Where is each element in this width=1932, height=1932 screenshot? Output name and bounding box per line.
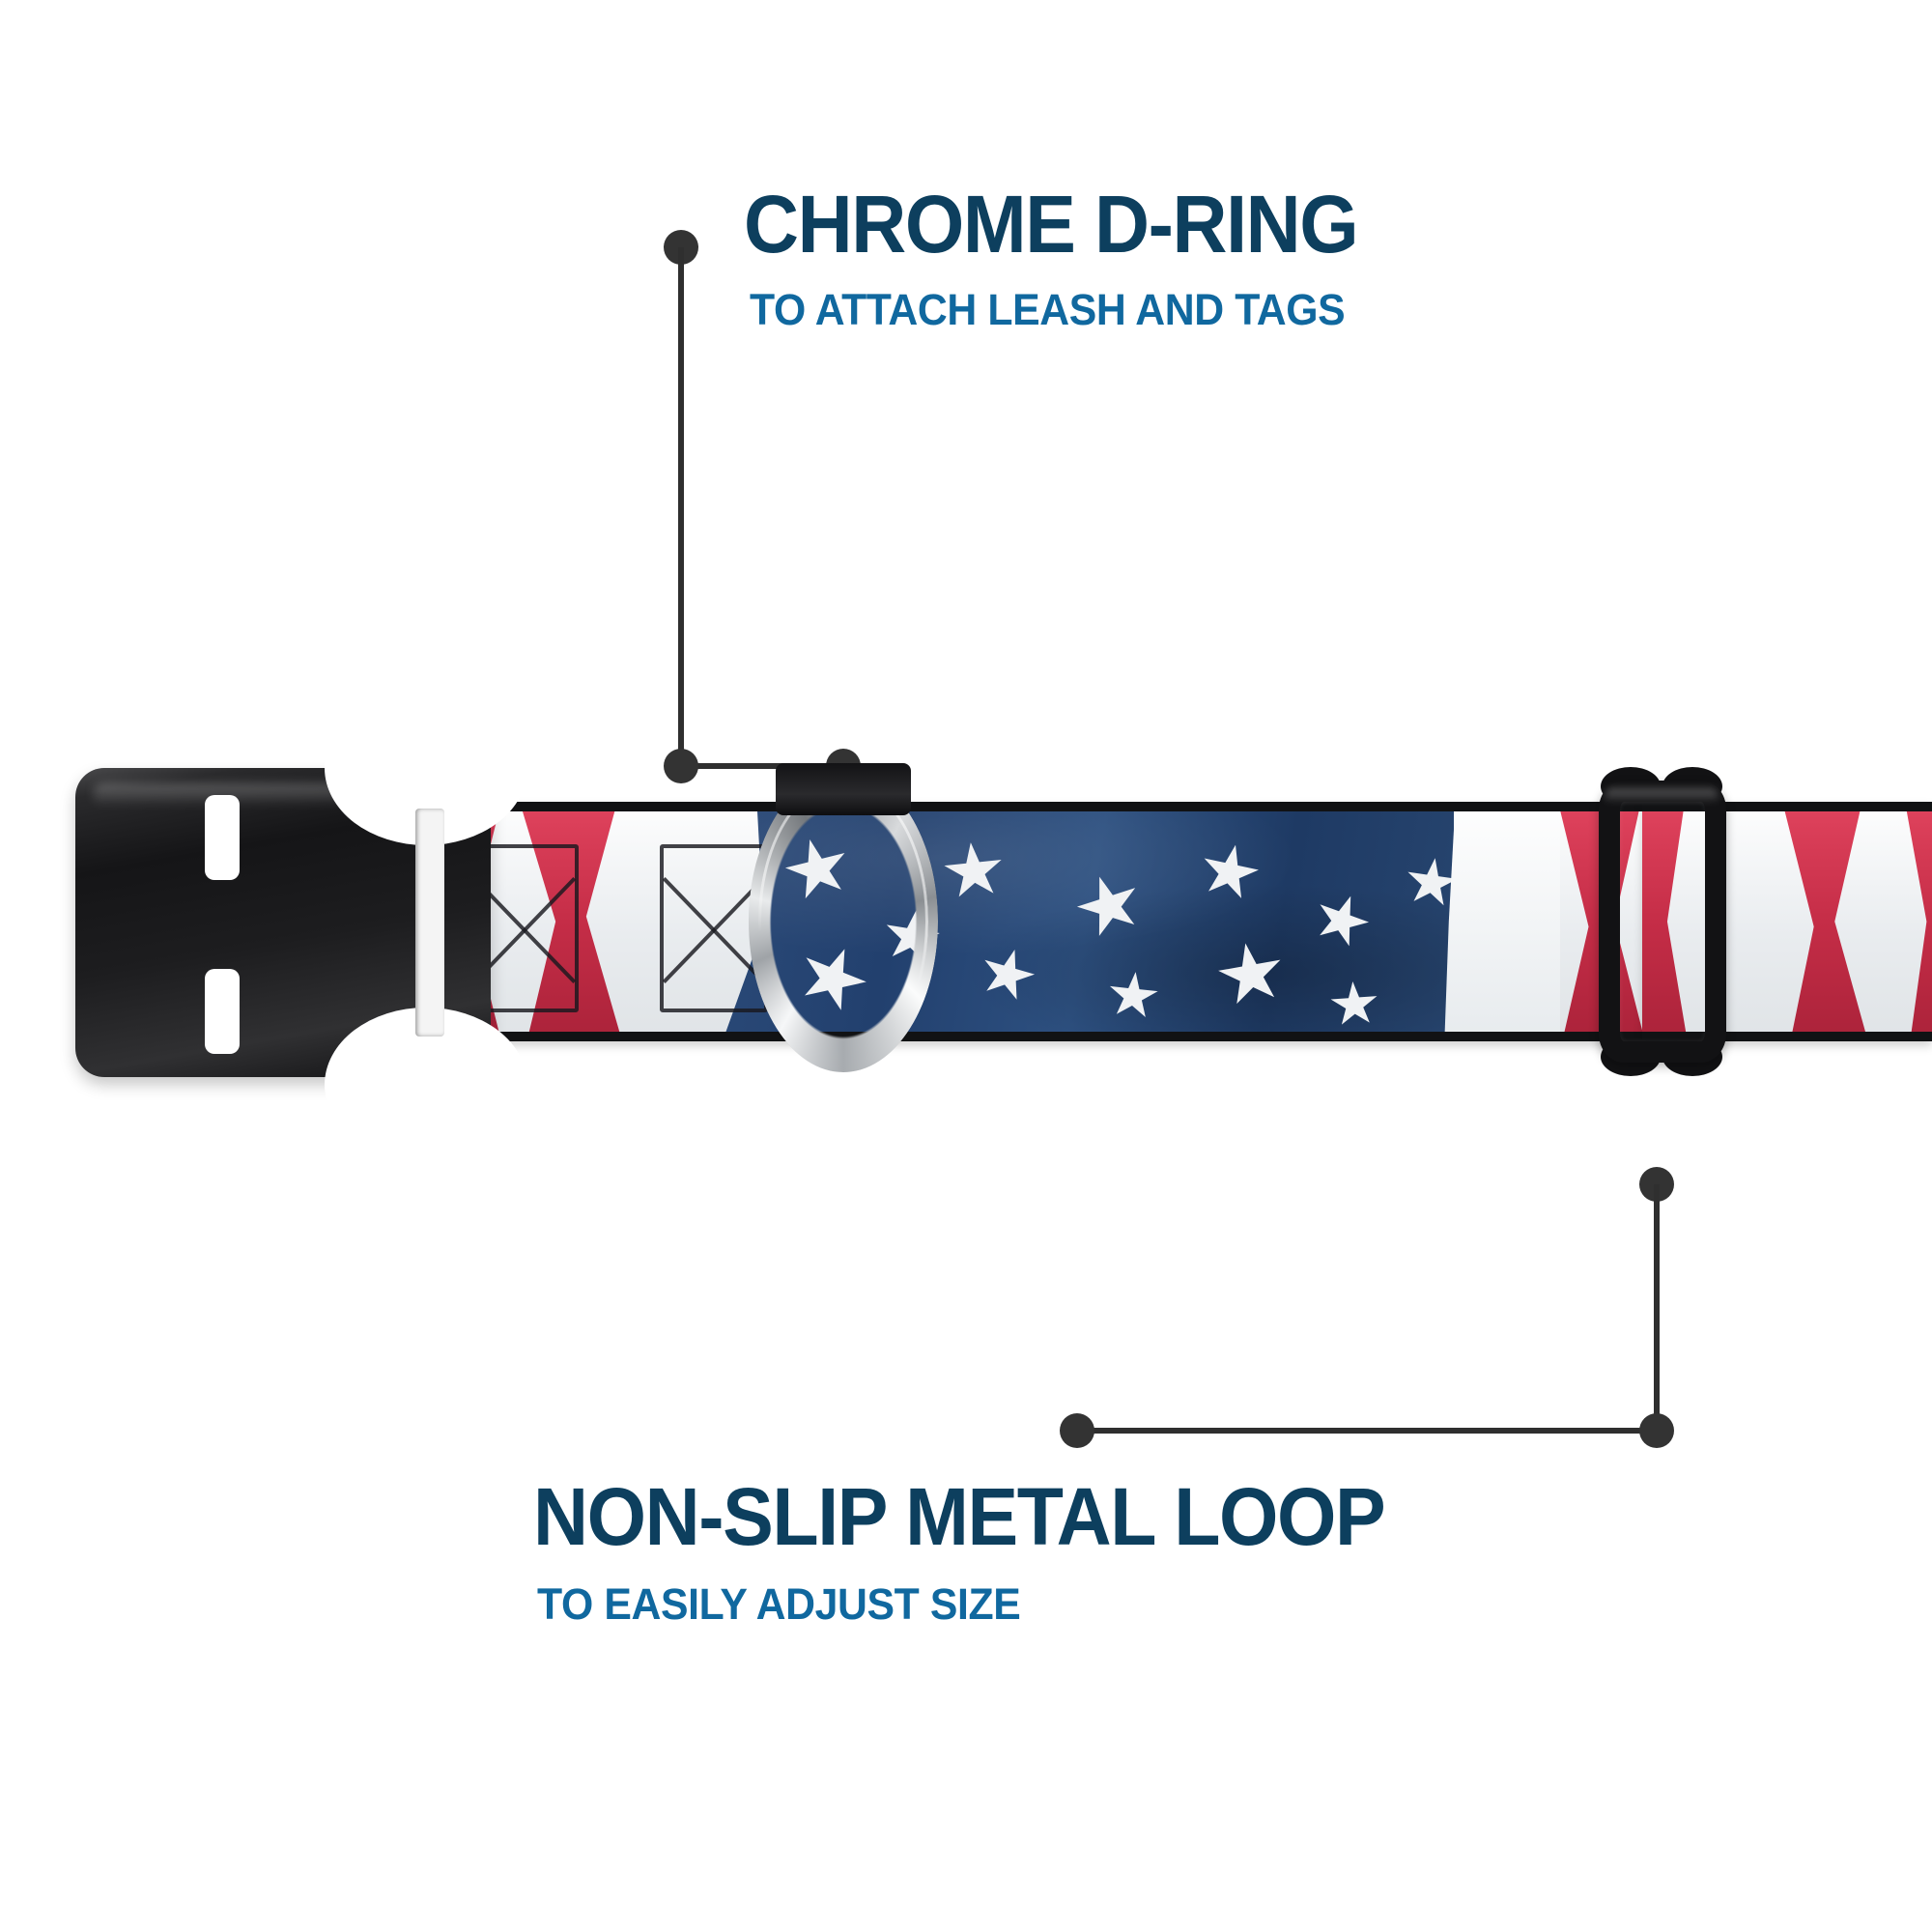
- leader-line-top-vertical: [678, 247, 684, 769]
- metal-adjuster-loop[interactable]: [1599, 767, 1726, 1076]
- leader-dot-bottom-text: [1060, 1413, 1094, 1448]
- buckle-release-slot-top: [205, 795, 240, 880]
- leader-line-top-horizontal: [678, 763, 854, 769]
- callout-headline-chrome-d-ring: CHROME D-RING: [744, 179, 1359, 270]
- webbing-edge-bottom-right: [1642, 1032, 1932, 1041]
- chrome-d-ring[interactable]: [749, 763, 938, 1072]
- adjuster-frame: [1599, 781, 1726, 1063]
- adjuster-highlight: [1605, 788, 1719, 804]
- callout-subline-chrome-d-ring: TO ATTACH LEASH AND TAGS: [750, 285, 1346, 334]
- leader-line-bottom-horizontal: [1074, 1428, 1654, 1434]
- callout-chrome-d-ring: CHROME D-RING TO ATTACH LEASH AND TAGS: [744, 184, 1397, 331]
- webbing-texture: [401, 802, 1657, 1041]
- buckle-webbing-slot: [415, 809, 444, 1037]
- flag-stripe-white-base-right: [1642, 802, 1932, 1041]
- callout-headline-non-slip-metal-loop: NON-SLIP METAL LOOP: [533, 1471, 1386, 1562]
- webbing-edge-top-right: [1642, 802, 1932, 811]
- d-ring-keeper-strap: [776, 763, 911, 815]
- d-ring-highlight: [758, 781, 928, 1063]
- webbing-texture-right: [1642, 802, 1932, 1041]
- leader-dot-bottom-corner: [1639, 1413, 1674, 1448]
- buckle-release-slot-bottom: [205, 969, 240, 1054]
- callout-subline-non-slip-metal-loop: TO EASILY ADJUST SIZE: [537, 1579, 1021, 1629]
- callout-non-slip-metal-loop: NON-SLIP METAL LOOP TO EASILY ADJUST SIZ…: [533, 1476, 1439, 1626]
- webbing-edge-bottom: [401, 1032, 1657, 1041]
- dog-collar-product: [0, 691, 1932, 1162]
- leader-dot-top-corner: [664, 749, 698, 783]
- webbing-edge-top: [401, 802, 1657, 811]
- collar-webbing-right: [1642, 802, 1932, 1041]
- leader-line-bottom-vertical: [1654, 1184, 1660, 1434]
- collar-webbing-left: [401, 802, 1657, 1041]
- flag-stripe-white-right: [1444, 802, 1560, 1041]
- side-release-buckle[interactable]: [75, 691, 527, 1162]
